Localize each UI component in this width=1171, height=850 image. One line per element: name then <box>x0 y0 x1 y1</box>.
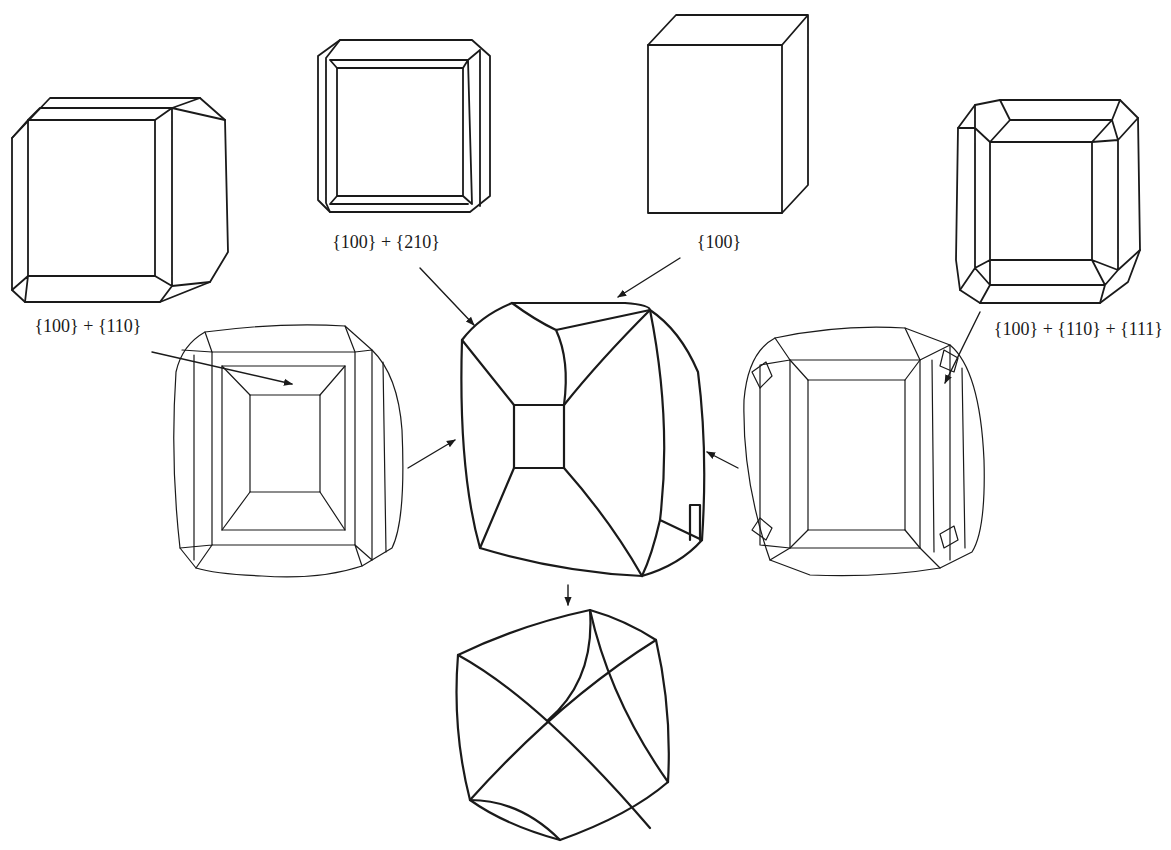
crystal-line <box>212 352 355 545</box>
crystal-line <box>420 268 474 325</box>
crystal-line <box>12 98 228 302</box>
rounded-110-111-crystal <box>744 327 984 576</box>
crystal-line <box>28 120 155 276</box>
crystal-line <box>990 142 1092 260</box>
cube-210-crystal <box>318 40 490 212</box>
form-label: {100} + {110} <box>34 315 141 337</box>
crystal-line <box>567 585 568 605</box>
crystal-line <box>808 380 905 530</box>
crystal-line <box>222 366 345 530</box>
form-label: {100} + {110} + {111} <box>994 318 1163 340</box>
crystal-line <box>457 610 669 840</box>
crystal-line <box>956 100 1140 303</box>
crystal-line <box>222 366 345 530</box>
crystal-line <box>12 98 225 302</box>
crystal-line <box>642 310 702 576</box>
crystal-line <box>744 327 984 576</box>
crystal-line <box>318 40 490 212</box>
crystal-line <box>760 328 965 568</box>
crystal-line <box>752 350 958 548</box>
arrows <box>152 258 980 605</box>
crystal-line <box>408 440 455 468</box>
crystal-line <box>337 68 463 196</box>
crystal-line <box>648 15 808 213</box>
crystal-line <box>250 395 320 492</box>
crystal-line <box>790 360 920 548</box>
crystal-line <box>512 303 650 405</box>
crystal-line <box>462 310 650 576</box>
crystal-line <box>958 100 1140 303</box>
rhombic-curved-crystal <box>457 610 669 840</box>
crystal-line <box>461 303 704 576</box>
crystal-line <box>152 352 292 384</box>
form-label: {100} + {210} <box>332 231 440 253</box>
crystal-line <box>458 610 656 828</box>
curved-crystal <box>461 303 704 576</box>
crystal-line <box>180 326 386 568</box>
cube-110-crystal <box>12 98 228 302</box>
crystal-line <box>470 610 668 840</box>
crystal-line <box>514 405 564 468</box>
crystal-line <box>690 505 700 540</box>
crystal-line <box>326 40 480 212</box>
crystal-line <box>174 325 403 577</box>
cube-crystal <box>648 15 808 213</box>
rounded-110-crystal <box>174 325 403 577</box>
crystal-line <box>648 45 782 213</box>
crystal-line <box>790 360 920 548</box>
crystal-line <box>945 312 980 383</box>
crystal-line <box>618 258 680 297</box>
crystal-line <box>707 452 738 468</box>
cube-110-111-crystal <box>956 100 1140 303</box>
form-label: {100} <box>697 231 741 253</box>
